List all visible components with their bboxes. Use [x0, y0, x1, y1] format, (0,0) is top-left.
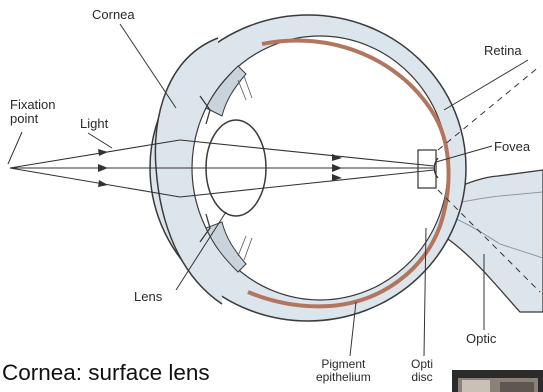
label-retina: Retina	[484, 44, 522, 58]
label-cornea: Cornea	[92, 8, 135, 22]
caption-text: Cornea: surface lens	[2, 360, 210, 386]
label-fixation-point: Fixation point	[10, 98, 56, 125]
photo-thumbnail	[452, 370, 543, 392]
label-optic: Optic	[466, 332, 496, 346]
label-light: Light	[80, 117, 108, 131]
label-fovea: Fovea	[494, 140, 530, 154]
label-pigment-epithelium: Pigment epithelium	[316, 358, 371, 383]
label-optic-disc: Opti disc	[411, 358, 433, 383]
label-lens: Lens	[134, 290, 162, 304]
